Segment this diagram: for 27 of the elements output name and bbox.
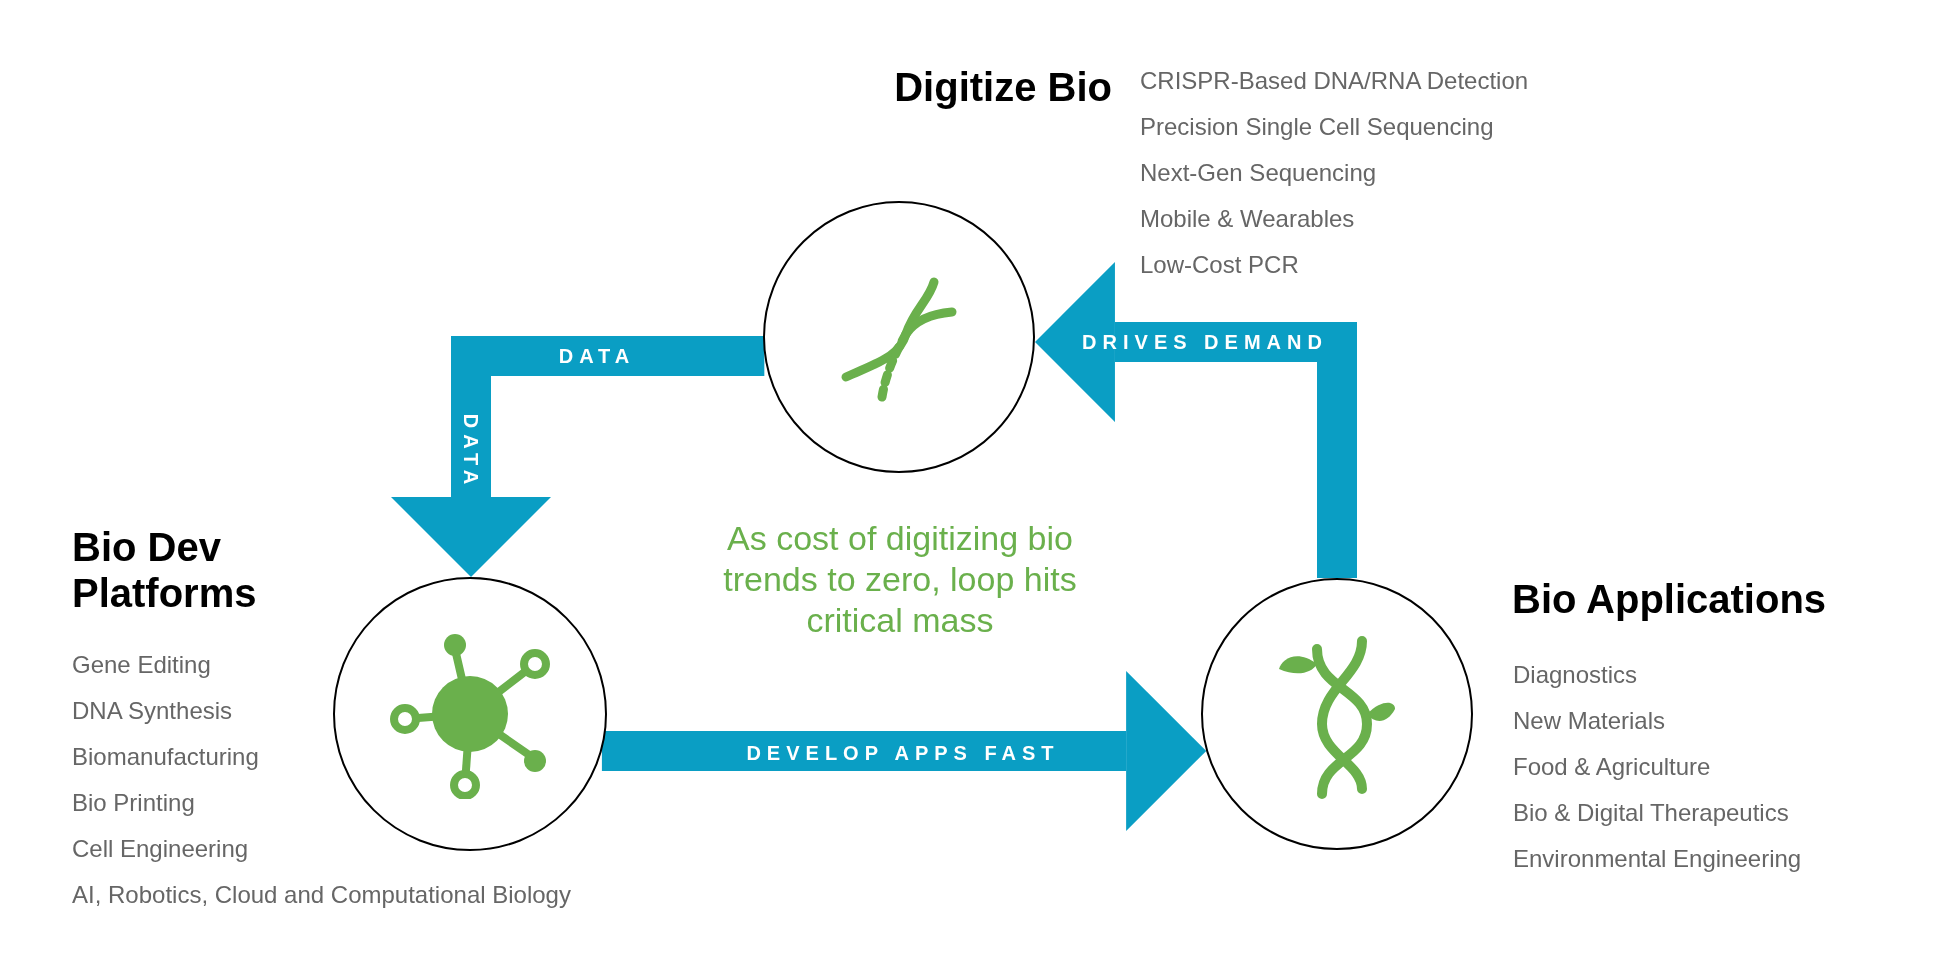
list-item: Biomanufacturing — [72, 742, 259, 772]
list-item: DNA Synthesis — [72, 696, 233, 726]
heading: Digitize Bio — [893, 64, 1112, 110]
list-item: Bio Printing — [72, 788, 195, 818]
thick-arrow — [601, 671, 1207, 831]
list-item: Diagnostics — [1513, 660, 1638, 690]
list-item: Low-Cost PCR — [1140, 250, 1299, 280]
list-item: Bio & Digital Therapeutics — [1513, 798, 1789, 828]
center-caption: As cost of digitizing bio trends to zero, loop hits critical mass — [722, 518, 1078, 641]
list-item: CRISPR-Based DNA/RNA Detection — [1140, 66, 1529, 96]
list-item: New Materials — [1513, 706, 1666, 736]
list-item: Gene Editing — [72, 650, 211, 680]
thick-arrow — [1034, 262, 1357, 578]
edge-label: DEVELOP APPS FAST — [746, 741, 1060, 766]
edge-label: DATA — [558, 344, 636, 369]
list-item: AI, Robotics, Cloud and Computational Biology — [72, 880, 571, 910]
heading: Bio Dev Platforms — [72, 524, 258, 616]
arrow-text: DATA — [459, 413, 483, 491]
heading: Bio Applications — [1512, 576, 1828, 622]
list-item: Cell Engineering — [72, 834, 249, 864]
list-item: Mobile & Wearables — [1140, 204, 1355, 234]
list-item: Precision Single Cell Sequencing — [1140, 112, 1494, 142]
list-item: Environmental Engineering — [1513, 844, 1802, 874]
edge-label: DRIVES DEMAND — [1082, 330, 1328, 355]
list-item: Next-Gen Sequencing — [1140, 158, 1377, 188]
list-item: Food & Agriculture — [1513, 752, 1711, 782]
thick-arrow — [391, 336, 765, 577]
